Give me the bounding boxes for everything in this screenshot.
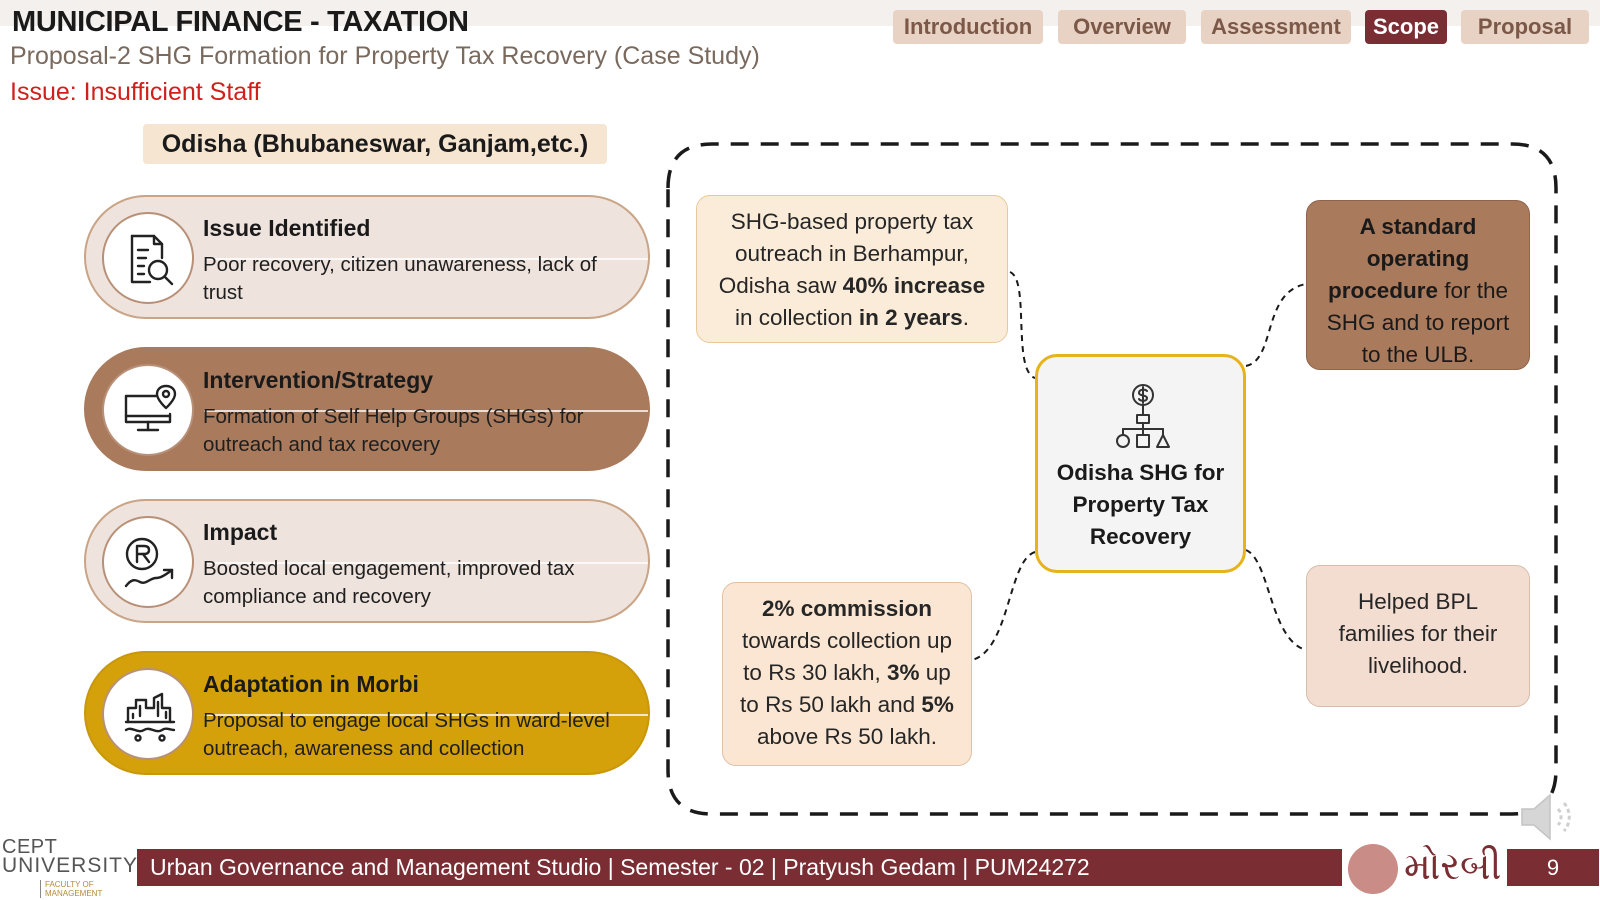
- card-text: up to Rs 50 lakh and: [740, 660, 951, 717]
- rupee-growth-icon: [124, 537, 174, 588]
- card-bold: 2% commission: [761, 596, 933, 621]
- card-berhampur-outcome: SHG-based property tax outreach in Berha…: [696, 195, 1008, 343]
- icon-circle: [102, 516, 194, 608]
- cept-logo: CEPT UNIVERSITY FACULTY OF MANAGEMENT: [2, 836, 137, 898]
- region-label: Odisha (Bhubaneswar, Ganjam,etc.): [143, 124, 607, 164]
- pill-issue-identified: Issue Identified Poor recovery, citizen …: [84, 195, 650, 319]
- center-title: Odisha SHG for Property Tax Recovery: [1056, 460, 1225, 549]
- logo-line2: UNIVERSITY: [2, 854, 139, 877]
- speaker-icon[interactable]: [1516, 789, 1580, 845]
- computer-location-icon: [124, 384, 177, 432]
- tab-assessment[interactable]: Assessment: [1201, 10, 1351, 44]
- card-text: in collection: [735, 305, 859, 330]
- icon-circle: [102, 668, 194, 760]
- card-bold: 3%: [887, 660, 920, 685]
- card-bold: 40% increase: [842, 273, 986, 298]
- card-text: SHG-based property tax outreach in Berha…: [718, 209, 974, 298]
- pill-body: Boosted local engagement, improved tax c…: [203, 557, 575, 608]
- slide-title: MUNICIPAL FINANCE - TAXATION: [12, 6, 469, 38]
- pill-body: Proposal to engage local SHGs in ward-le…: [203, 709, 610, 760]
- document-search-icon: [130, 234, 174, 286]
- footer-bar: Urban Governance and Management Studio |…: [137, 849, 1342, 886]
- page-number: 9: [1507, 849, 1599, 886]
- morbi-emblem-icon: [1348, 844, 1398, 894]
- tab-overview[interactable]: Overview: [1058, 10, 1186, 44]
- connector-top-right: [1245, 283, 1307, 367]
- pill-heading: Intervention/Strategy: [203, 367, 434, 393]
- card-bold: 5%: [921, 692, 954, 717]
- card-text: towards collection up to Rs 30 lakh,: [741, 628, 953, 685]
- divider: [204, 258, 648, 260]
- city-water-icon: [124, 692, 176, 742]
- pill-body: Formation of Self Help Groups (SHGs) for…: [203, 405, 584, 456]
- card-sop: A standard operating procedure for the S…: [1306, 200, 1530, 370]
- slide-subtitle: Proposal-2 SHG Formation for Property Ta…: [10, 42, 760, 70]
- card-text: Helped BPL families for their livelihood…: [1338, 589, 1498, 678]
- issue-label: Issue: Insufficient Staff: [10, 78, 261, 106]
- pill-body: Poor recovery, citizen unawareness, lack…: [203, 253, 597, 304]
- center-node: Odisha SHG for Property Tax Recovery: [1035, 354, 1246, 573]
- morbi-logo: મોરબી: [1348, 842, 1504, 896]
- card-commission: 2% commission towards collection up to R…: [722, 582, 972, 766]
- organization-dollar-icon: [1116, 384, 1170, 448]
- card-text: .: [962, 305, 969, 330]
- pill-heading: Adaptation in Morbi: [203, 671, 419, 697]
- card-text: for the SHG and to report to the ULB.: [1326, 278, 1510, 367]
- card-bold: in 2 years: [858, 305, 963, 330]
- logo-faculty: FACULTY OF MANAGEMENT: [40, 880, 134, 898]
- pill-heading: Impact: [203, 519, 278, 545]
- card-bold: A standard operating procedure: [1327, 214, 1477, 303]
- logo-line1: CEPT: [2, 836, 58, 858]
- divider: [204, 562, 648, 564]
- tab-scope[interactable]: Scope: [1365, 10, 1447, 44]
- icon-circle: [102, 212, 194, 304]
- morbi-wordmark: મોરબી: [1404, 844, 1502, 888]
- divider: [204, 714, 648, 716]
- pill-heading: Issue Identified: [203, 215, 371, 241]
- tab-introduction[interactable]: Introduction: [893, 10, 1043, 44]
- icon-circle: [102, 364, 194, 456]
- pill-intervention-strategy: Intervention/Strategy Formation of Self …: [84, 347, 650, 471]
- card-bpl-families: Helped BPL families for their livelihood…: [1306, 565, 1530, 707]
- tab-proposal[interactable]: Proposal: [1461, 10, 1589, 44]
- divider: [204, 410, 648, 412]
- connector-bottom-right: [1245, 549, 1307, 651]
- connector-top-left: [1009, 271, 1036, 379]
- connector-bottom-left: [971, 551, 1036, 661]
- pill-adaptation-morbi: Adaptation in Morbi Proposal to engage l…: [84, 651, 650, 775]
- card-text: above Rs 50 lakh.: [756, 724, 938, 749]
- pill-impact: Impact Boosted local engagement, improve…: [84, 499, 650, 623]
